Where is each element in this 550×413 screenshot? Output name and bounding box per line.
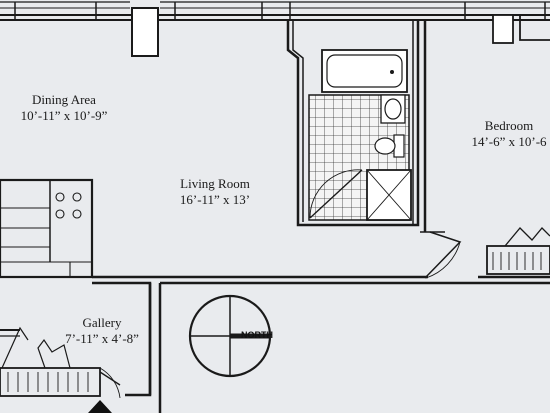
top-right-jog bbox=[519, 15, 550, 41]
structural-column-2 bbox=[492, 14, 514, 44]
bathtub bbox=[321, 49, 408, 93]
entry-marker bbox=[88, 400, 112, 413]
stove-burners bbox=[55, 192, 82, 219]
living-room-dims: 16’-11” x 13’ bbox=[179, 192, 251, 208]
gallery-name: Gallery bbox=[82, 315, 122, 330]
dining-area-name: Dining Area bbox=[32, 92, 96, 107]
compass-rose bbox=[188, 294, 272, 378]
window-mullions bbox=[14, 2, 546, 20]
interior-wall-main bbox=[92, 275, 550, 413]
bedroom-name: Bedroom bbox=[484, 118, 534, 133]
bedroom-door bbox=[420, 231, 462, 279]
shower bbox=[366, 169, 412, 221]
gallery-dims: 7’-11” x 4’-8” bbox=[65, 331, 139, 347]
living-room-name: Living Room bbox=[180, 176, 250, 191]
bedroom-radiator bbox=[486, 227, 550, 275]
exterior-wall-top bbox=[0, 1, 550, 21]
dining-area-label: Dining Area 10’-11” x 10’-9” bbox=[5, 92, 123, 125]
compass-north-label: NORTH bbox=[241, 330, 273, 340]
gallery-closet bbox=[0, 326, 101, 397]
gallery-label: Gallery 7’-11” x 4’-8” bbox=[52, 315, 152, 348]
bedroom-label: Bedroom 14’-6” x 10’-6 bbox=[468, 118, 550, 151]
bathroom-walls bbox=[286, 20, 427, 232]
bedroom-dims: 14’-6” x 10’-6 bbox=[471, 134, 547, 150]
bathroom-door bbox=[309, 169, 363, 219]
gallery-door bbox=[99, 367, 121, 399]
kitchen-counter bbox=[0, 178, 94, 279]
dining-area-dims: 10’-11” x 10’-9” bbox=[20, 108, 108, 124]
sink bbox=[380, 94, 406, 124]
toilet bbox=[374, 134, 405, 158]
living-room-label: Living Room 16’-11” x 13’ bbox=[160, 176, 270, 209]
structural-column bbox=[131, 7, 159, 57]
